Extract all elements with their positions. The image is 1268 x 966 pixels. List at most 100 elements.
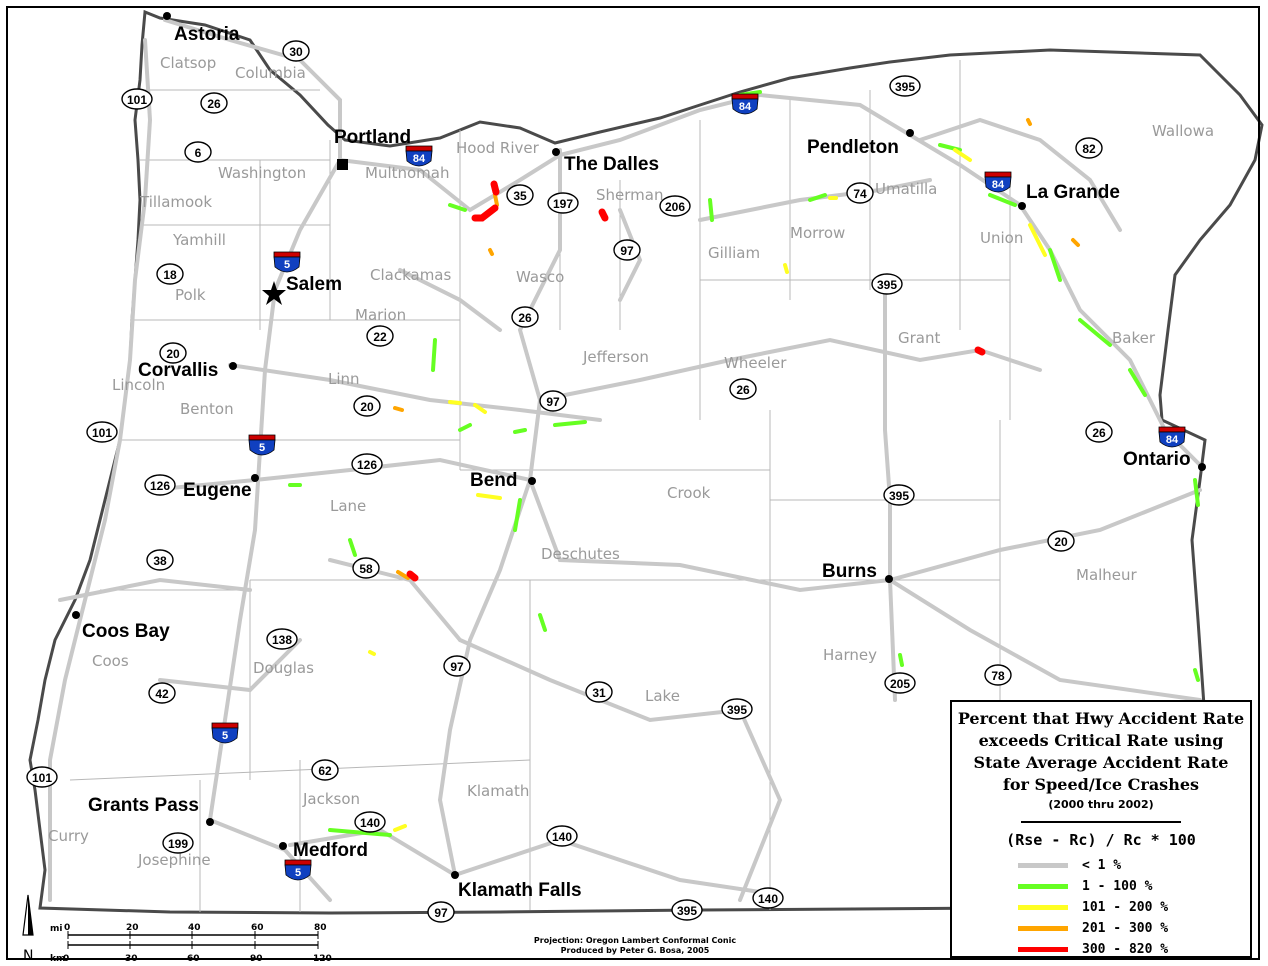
legend-swatch <box>1018 947 1068 952</box>
city-label: Grants Pass <box>88 795 199 816</box>
route-shield-78: 78 <box>984 664 1012 686</box>
route-shield-number: 97 <box>620 244 634 258</box>
county-label: Linn <box>328 370 360 388</box>
route-shield-number: 26 <box>207 97 221 111</box>
legend-item: 101 - 200 % <box>1018 897 1250 918</box>
north-arrow-icon: N <box>22 894 34 964</box>
county-label: Jackson <box>302 790 360 808</box>
interstate-shield-84: 84 <box>984 171 1012 193</box>
route-shield-38: 38 <box>146 549 174 571</box>
route-shield-395: 395 <box>671 899 703 921</box>
orange-segments <box>393 118 1080 580</box>
city-label: Klamath Falls <box>458 880 582 901</box>
city-label: Astoria <box>174 24 240 45</box>
route-shield-number: 140 <box>758 892 778 906</box>
route-shield-30: 30 <box>282 40 310 62</box>
city-labels: Astoria Portland The Dalles Pendleton La… <box>82 24 1191 901</box>
route-shield-140: 140 <box>354 811 386 833</box>
county-label: Marion <box>355 306 406 324</box>
legend-item: 1 - 100 % <box>1018 876 1250 897</box>
county-label: Tillamook <box>139 193 212 211</box>
county-label: Deschutes <box>541 545 620 563</box>
route-shield-126: 126 <box>144 474 176 496</box>
city-label: Ontario <box>1123 449 1191 470</box>
route-shield-number: 26 <box>736 383 750 397</box>
route-shield-number: 126 <box>357 458 377 472</box>
legend-label: 201 - 300 % <box>1082 921 1169 936</box>
legend-item: 300 - 820 % <box>1018 939 1250 960</box>
county-label: Benton <box>180 400 234 418</box>
route-shield-number: 26 <box>518 311 532 325</box>
scale-tick-label-km: 90 <box>250 954 263 964</box>
county-label: Lincoln <box>112 376 165 394</box>
route-shield-395: 395 <box>721 698 753 720</box>
route-shield-number: 31 <box>592 686 606 700</box>
scale-unit-mi: mi <box>50 924 62 934</box>
county-label: Polk <box>175 286 206 304</box>
county-label: Klamath <box>467 782 529 800</box>
route-shield-97: 97 <box>613 239 641 261</box>
route-shield-26: 26 <box>1085 421 1113 443</box>
route-shield-number: 140 <box>552 830 572 844</box>
north-label: N <box>23 948 33 964</box>
author-text: Produced by Peter G. Bosa, 2005 <box>560 946 710 955</box>
route-shield-number: 20 <box>166 347 180 361</box>
route-shield-number: 97 <box>546 395 560 409</box>
route-shield-62: 62 <box>311 759 339 781</box>
route-shield-number: 140 <box>360 816 380 830</box>
county-label: Baker <box>1112 329 1156 347</box>
legend-title-line: exceeds Critical Rate using <box>978 731 1224 750</box>
interstate-shield-number: 5 <box>295 867 301 879</box>
legend-swatch <box>1018 863 1068 868</box>
legend-item: 201 - 300 % <box>1018 918 1250 939</box>
projection-text: Projection: Oregon Lambert Conformal Con… <box>533 936 737 945</box>
route-shield-number: 395 <box>877 278 897 292</box>
interstate-shield-number: 5 <box>284 259 290 271</box>
legend-box: Percent that Hwy Accident Rate exceeds C… <box>950 700 1252 958</box>
route-shield-number: 18 <box>163 268 177 282</box>
legend-swatch <box>1018 884 1068 889</box>
interstate-shield-number: 5 <box>222 730 228 742</box>
route-shield-26: 26 <box>200 92 228 114</box>
county-label: Gilliam <box>708 244 760 262</box>
interstate-shield-84: 84 <box>405 145 433 167</box>
scale-tick-label-mi: 80 <box>314 923 327 933</box>
city-label: Portland <box>334 127 411 148</box>
route-shield-number: 97 <box>450 660 464 674</box>
interstate-shield-5: 5 <box>211 722 239 744</box>
route-shield-101: 101 <box>86 421 118 443</box>
route-shield-42: 42 <box>148 682 176 704</box>
city-markers <box>72 12 1206 879</box>
route-shield-number: 35 <box>513 189 527 203</box>
route-shield-395: 395 <box>883 484 915 506</box>
route-shield-number: 22 <box>373 330 387 344</box>
route-shield-58: 58 <box>352 557 380 579</box>
route-shield-205: 205 <box>884 672 916 694</box>
city-label: The Dalles <box>564 154 659 175</box>
interstate-shield-84: 84 <box>1158 426 1186 448</box>
route-shield-126: 126 <box>351 453 383 475</box>
route-shield-97: 97 <box>427 901 455 923</box>
city-label: Eugene <box>183 480 252 501</box>
route-shield-number: 126 <box>150 479 170 493</box>
route-shield-number: 78 <box>991 669 1005 683</box>
scale-tick-label-km: 120 <box>313 954 332 964</box>
route-shield-number: 42 <box>155 687 169 701</box>
scale-tick-label-mi: 0 <box>64 923 70 933</box>
route-shield-number: 20 <box>1054 535 1068 549</box>
route-shield-number: 101 <box>92 426 112 440</box>
county-label: Morrow <box>790 224 845 242</box>
route-shield-199: 199 <box>162 832 194 854</box>
city-label: Coos Bay <box>82 621 170 642</box>
county-label: Clackamas <box>370 266 451 284</box>
county-label: Sherman <box>596 186 663 204</box>
legend-label: 300 - 820 % <box>1082 942 1169 957</box>
route-shield-206: 206 <box>659 195 691 217</box>
city-label: Medford <box>293 840 368 861</box>
scale-tick-label-mi: 60 <box>251 923 264 933</box>
route-shield-number: 205 <box>890 677 910 691</box>
county-labels: Clatsop Columbia Washington Tillamook Ya… <box>48 54 1214 869</box>
county-label: Union <box>980 229 1023 247</box>
